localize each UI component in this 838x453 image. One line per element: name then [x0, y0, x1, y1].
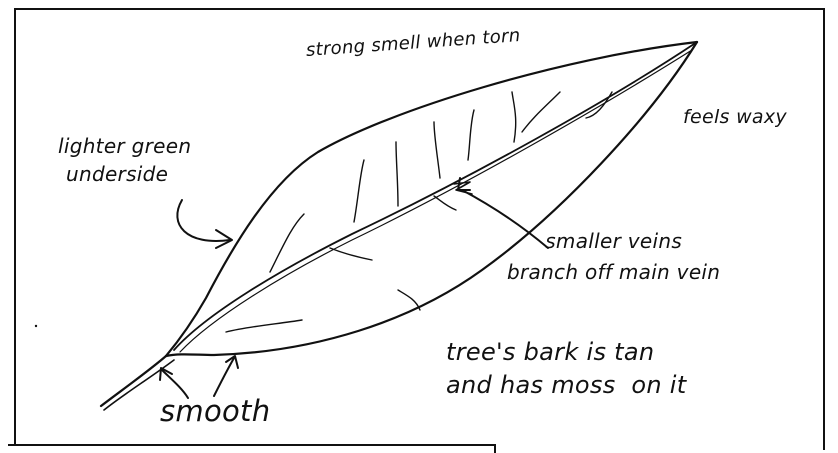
note-smaller-veins: smaller veins branch off main vein — [507, 226, 720, 288]
smooth-arrow-right — [214, 358, 234, 396]
small-vein — [398, 290, 420, 310]
main-vein — [174, 42, 697, 350]
small-vein — [434, 122, 440, 178]
leaf-upper-edge — [166, 42, 697, 356]
note-smooth: smooth — [160, 394, 270, 428]
underside-arrowhead — [216, 230, 232, 248]
note-underside-line-1: lighter green — [58, 132, 191, 160]
note-veins-line-1: smaller veins — [507, 226, 720, 257]
note-bark-line-2: and has moss on it — [446, 369, 686, 402]
small-vein — [434, 196, 456, 210]
leaf-tip — [101, 356, 166, 406]
note-lighter-underside: lighter green underside — [58, 132, 191, 188]
small-vein — [270, 214, 304, 272]
small-vein — [512, 92, 516, 142]
stray-dot — [35, 325, 37, 327]
small-vein — [586, 92, 612, 118]
small-vein — [354, 160, 364, 222]
note-underside-line-2: underside — [58, 160, 191, 188]
small-vein — [454, 182, 472, 194]
small-vein — [226, 320, 302, 332]
small-vein — [468, 110, 474, 160]
small-vein — [396, 142, 398, 206]
main-vein-shadow — [180, 50, 692, 352]
leaf-lower-edge — [166, 42, 697, 356]
small-vein — [522, 92, 560, 132]
note-tree-bark: tree's bark is tan and has moss on it — [446, 336, 686, 402]
small-vein — [330, 248, 372, 260]
note-veins-line-2: branch off main vein — [507, 257, 720, 288]
note-bark-line-1: tree's bark is tan — [446, 336, 686, 369]
note-feels-waxy: feels waxy — [683, 106, 787, 128]
